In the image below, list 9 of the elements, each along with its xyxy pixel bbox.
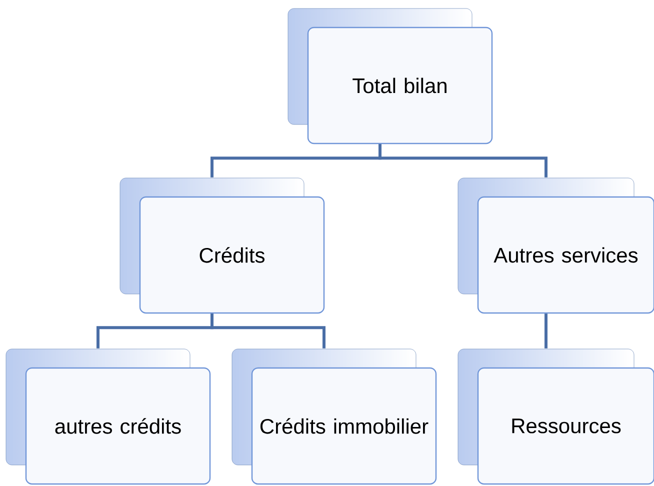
connector bbox=[544, 314, 548, 348]
process-box: Autres services bbox=[458, 178, 654, 314]
process-box: Total bilan bbox=[288, 8, 493, 144]
process-box: autres crédits bbox=[6, 348, 211, 485]
process-box: Crédits bbox=[120, 178, 325, 314]
process-box: Crédits immobilier bbox=[232, 348, 437, 485]
connector bbox=[210, 314, 326, 348]
connector bbox=[378, 144, 548, 178]
process-box: Ressources bbox=[458, 348, 654, 485]
